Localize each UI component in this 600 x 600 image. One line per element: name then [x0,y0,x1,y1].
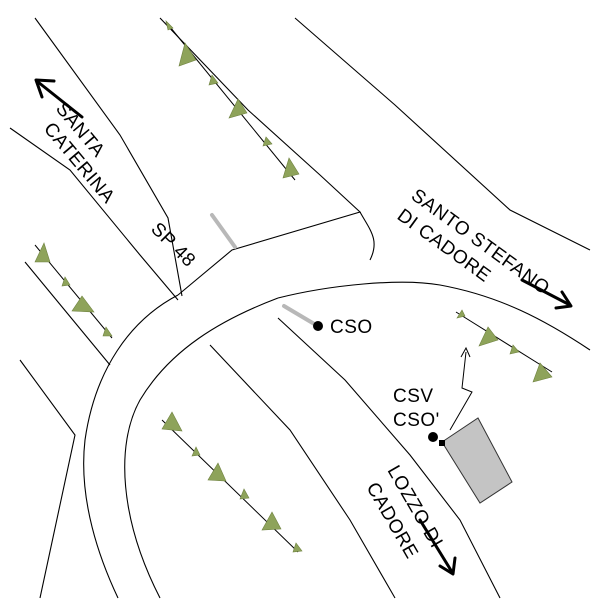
station-building [441,417,513,504]
slope-line [161,419,299,553]
slope-triangle [478,326,499,347]
arrow-santo-stefano-head [554,290,573,310]
slope-line [455,311,553,373]
slope-triangle [71,295,95,313]
slope-triangle [228,98,248,119]
arrow-icon [520,278,573,310]
road-edge-east-lower [277,281,591,351]
slope-triangle [292,542,303,553]
slope-triangle [509,344,520,355]
road-edge-main-northwest [9,127,179,301]
label-station-cso: CSO [330,317,373,338]
arrow-lozzo [418,518,454,574]
slope-triangle [61,276,71,287]
slope-triangle [165,20,174,31]
slope-triangle [161,411,183,432]
slope-triangle [208,74,219,86]
label-sp48: SP 48 [146,219,199,272]
road-edge-sw-outer [19,359,76,599]
arrow-santa-caterina [36,80,84,119]
leader-cso [282,304,318,327]
road-network [9,17,591,599]
slope-triangle [532,362,553,383]
road-edge-nw-outer [34,17,183,297]
dot-icon[interactable] [313,321,323,331]
slope-triangle [207,462,227,482]
slope-triangle [239,488,250,500]
arrow-lozzo-head [438,556,457,576]
slope-triangle [282,157,300,179]
road-edge-lozzo-left [209,344,396,599]
dot-icon[interactable] [428,432,438,442]
signal-path [449,351,473,431]
road-edge-left-strip [24,261,111,366]
slope-lower-center [161,411,303,553]
slope-triangle [261,511,282,531]
road-edge-santo-stefano-junction [359,211,375,261]
leader-sp48 [210,213,237,249]
slope-triangle [102,326,113,337]
arrow-icon [34,78,84,119]
slope-triangle [178,42,197,67]
label-station-csv: CSV [393,386,434,407]
road-edge-curve-inner [83,294,179,599]
slope-triangle [191,446,201,457]
slope-triangle [262,136,273,147]
road-edge-santo-stefano-upper [294,17,591,251]
arrow-icon [418,518,457,576]
label-station-cso-prime: CSO' [393,410,440,431]
signal-arrowhead [460,346,471,358]
arrow-santa-caterina-head [34,78,56,99]
building-marker [439,440,445,446]
arrow-santo-stefano [520,278,572,307]
slope-left [34,242,113,339]
road-edge-curve-outer [124,297,279,599]
slope-triangle [34,242,51,263]
road-edge-lozzo-right [277,317,501,599]
slope-right [455,309,553,383]
lightning-icon [449,346,473,431]
slope-upper-center [165,20,300,181]
slope-triangle [456,309,466,319]
road-edge-upper-right [159,17,362,296]
